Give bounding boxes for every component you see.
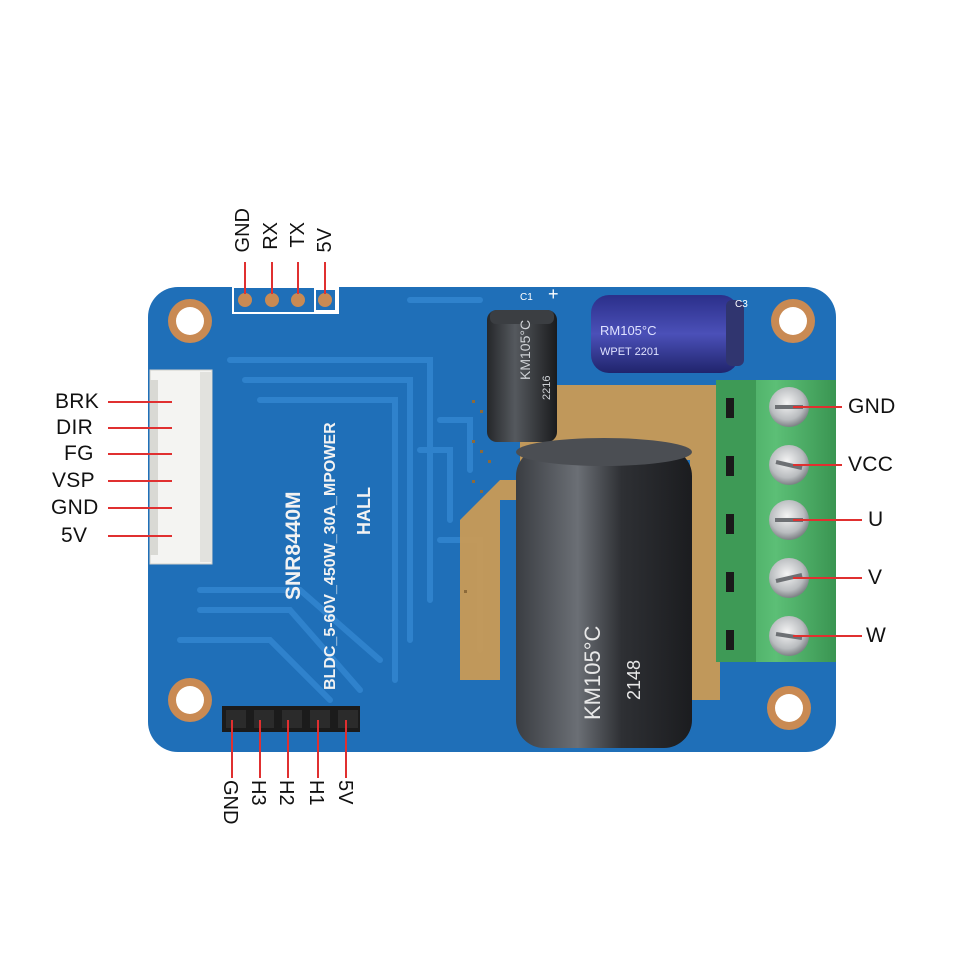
terminal-pin-v: V [868,566,883,589]
terminal-pin-u: U [868,508,884,531]
hall-pin-h3: H3 [247,780,269,806]
hall-header [222,706,360,732]
bottom-pointers [231,720,347,778]
svg-text:2216: 2216 [541,376,553,400]
hall-pin-h2: H2 [275,780,297,806]
blue-capacitor: RM105°C WPET 2201 [591,295,744,373]
blue-cap-text: RM105°C [600,323,657,338]
left-pin-vsp: VSP [52,469,95,492]
left-pointers [108,401,172,537]
hall-label: HALL [354,487,374,535]
left-pin-5v: 5V [61,524,88,547]
left-connector [149,369,213,565]
svg-text:+: + [548,284,559,304]
big-cap-text: KM105°C [580,625,605,720]
hall-pin-h1: H1 [305,780,327,806]
spec-label: BLDC_5-60V_450W_30A_MPOWER [322,422,339,690]
small-cap-text: KM105°C [517,320,533,380]
top-pin-gnd: GND [232,208,254,253]
terminal-pin-gnd: GND [848,395,896,418]
top-pin-5v: 5V [314,228,336,253]
hall-pin-5v: 5V [334,780,356,805]
terminal-block [716,380,836,662]
top-pin-tx: TX [287,222,309,248]
left-pin-brk: BRK [55,390,100,413]
small-capacitor: KM105°C 2216 [487,310,557,442]
c1-label: C1 [520,292,533,303]
terminal-pin-w: W [866,624,887,647]
terminal-pin-vcc: VCC [848,453,894,476]
svg-text:2148: 2148 [624,660,644,700]
top-pointers [244,262,326,294]
mounting-holes [168,299,815,730]
left-pin-gnd: GND [51,496,99,519]
svg-text:WPET 2201: WPET 2201 [600,346,659,358]
top-pin-rx: RX [260,222,282,250]
left-pin-fg: FG [64,442,94,465]
model-label: SNR8440M [282,491,305,600]
right-pointers [793,406,862,637]
left-pin-dir: DIR [56,416,94,439]
c3-label: C3 [735,299,748,310]
hall-pin-gnd: GND [219,780,241,825]
big-capacitor: KM105°C 2148 [516,438,692,748]
